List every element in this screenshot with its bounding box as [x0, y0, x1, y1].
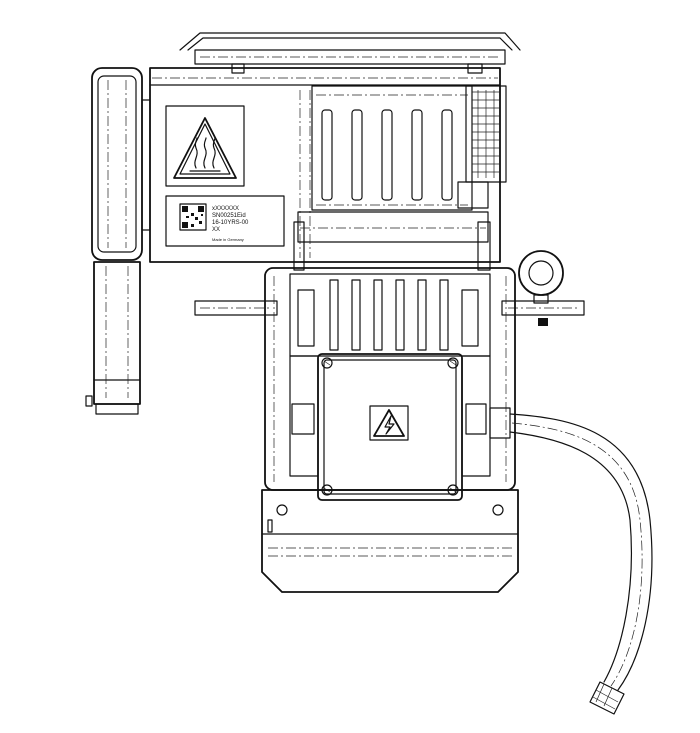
- cable-end-connector: [589, 681, 625, 715]
- nameplate-line-4: XX: [212, 227, 220, 233]
- nameplate-line-3: 16-10YRS-00: [212, 220, 249, 226]
- upper-housing: [149, 67, 507, 263]
- lifting-eye: [518, 250, 564, 326]
- motor-fins: [289, 273, 491, 357]
- electrical-hazard-warning-icon: [369, 405, 409, 441]
- cooling-fins-upper: [316, 94, 468, 206]
- nameplate-line-2: SN00251Eid: [212, 213, 246, 219]
- qr-code-icon: [179, 203, 207, 231]
- neck: [293, 211, 491, 271]
- motor-body: [264, 267, 516, 491]
- nameplate-line-1: xXXXXXX: [212, 206, 239, 212]
- left-cylinder: [85, 261, 141, 415]
- left-end-cap: [91, 67, 151, 261]
- fan-cover: [261, 489, 519, 593]
- nameplate-footer: Made in Germany: [212, 237, 244, 242]
- nameplate: xXXXXXX SN00251Eid 16-10YRS-00 XX Made i…: [165, 195, 285, 247]
- ribbed-connector: [457, 85, 507, 209]
- mounting-flange: [194, 300, 585, 316]
- hot-surface-warning-label: [165, 105, 245, 187]
- terminal-box: [317, 353, 463, 501]
- top-cover-bracket: [179, 32, 521, 74]
- power-cable: [509, 413, 653, 715]
- hot-surface-warning-icon: [173, 117, 237, 179]
